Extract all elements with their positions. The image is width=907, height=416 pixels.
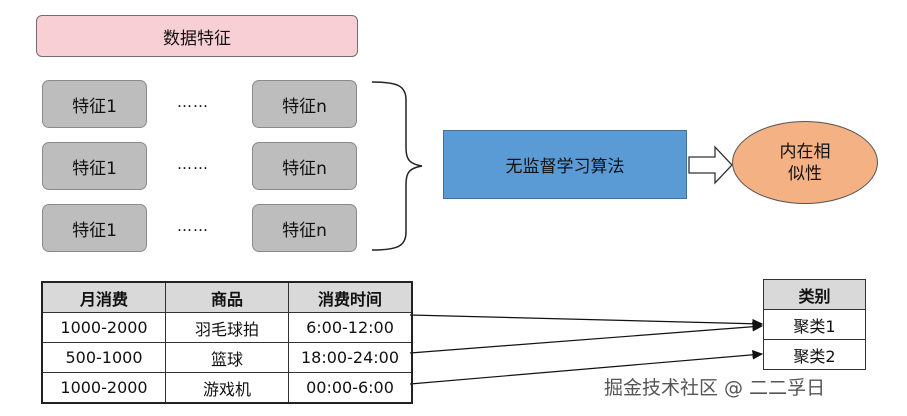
table-row: 聚类2 bbox=[763, 339, 866, 370]
block-arrow bbox=[688, 145, 733, 185]
table-cell: 18:00-24:00 bbox=[288, 342, 413, 373]
intrinsic-similarity-ellipse: 内在相 似性 bbox=[732, 121, 878, 204]
table-row: 1000-2000 游戏机 00:00-6:00 bbox=[41, 372, 413, 404]
mapping-arrow-row1 bbox=[409, 314, 764, 329]
column-header: 消费时间 bbox=[288, 281, 413, 313]
category-cell: 聚类1 bbox=[763, 309, 866, 340]
mapping-arrow-row2 bbox=[409, 321, 764, 354]
table-cell: 游戏机 bbox=[165, 372, 289, 404]
category-header: 类别 bbox=[763, 279, 866, 310]
table-row: 500-1000 篮球 18:00-24:00 bbox=[41, 342, 413, 373]
table-cell: 1000-2000 bbox=[41, 372, 166, 404]
table-row: 1000-2000 羽毛球拍 6:00-12:00 bbox=[41, 312, 413, 343]
column-header: 月消费 bbox=[41, 281, 166, 313]
table-cell: 00:00-6:00 bbox=[288, 372, 413, 404]
category-header-row: 类别 bbox=[763, 279, 866, 310]
curly-brace bbox=[371, 81, 423, 251]
table-header-row: 月消费 商品 消费时间 bbox=[41, 281, 413, 313]
result-line-2: 似性 bbox=[788, 163, 822, 184]
table-cell: 6:00-12:00 bbox=[288, 312, 413, 343]
ellipsis-dots: …… bbox=[177, 93, 209, 111]
sample-data-table: 月消费 商品 消费时间 1000-2000 羽毛球拍 6:00-12:00 50… bbox=[41, 281, 413, 404]
table-cell: 羽毛球拍 bbox=[165, 312, 289, 343]
data-features-header: 数据特征 bbox=[36, 15, 358, 57]
feature-box-first: 特征1 bbox=[42, 80, 147, 128]
feature-box-first: 特征1 bbox=[42, 204, 147, 252]
table-cell: 500-1000 bbox=[41, 342, 166, 373]
result-line-1: 内在相 bbox=[779, 141, 831, 162]
ellipsis-dots: …… bbox=[177, 155, 209, 173]
table-cell: 篮球 bbox=[165, 342, 289, 373]
column-header: 商品 bbox=[165, 281, 289, 313]
table-cell: 1000-2000 bbox=[41, 312, 166, 343]
watermark-text: 掘金技术社区 @ 二二孚日 bbox=[604, 377, 826, 399]
feature-box-last: 特征n bbox=[252, 204, 357, 252]
feature-box-first: 特征1 bbox=[42, 142, 147, 190]
category-cell: 聚类2 bbox=[763, 339, 866, 370]
category-table: 类别 聚类1 聚类2 bbox=[763, 279, 866, 370]
ellipsis-dots: …… bbox=[177, 217, 209, 235]
table-row: 聚类1 bbox=[763, 309, 866, 340]
mapping-arrow-row3 bbox=[409, 350, 764, 385]
unsupervised-algorithm-box: 无监督学习算法 bbox=[443, 130, 687, 199]
feature-box-last: 特征n bbox=[252, 80, 357, 128]
feature-box-last: 特征n bbox=[252, 142, 357, 190]
